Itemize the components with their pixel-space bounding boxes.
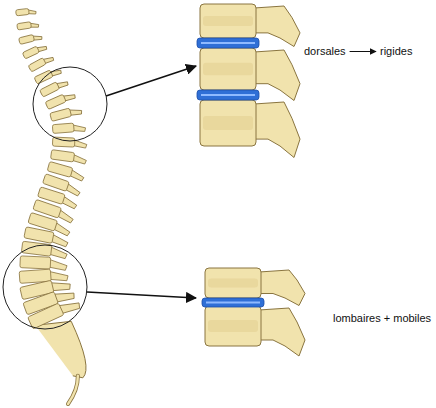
region-label: lombaires + mobiles (333, 312, 431, 325)
zoom-circle (3, 245, 87, 329)
zoom-arrow (106, 66, 196, 96)
lumbar-closeup (202, 268, 305, 356)
region-label: dorsales (304, 45, 346, 58)
thoracic-closeup (197, 4, 300, 158)
zoom-arrow (87, 292, 196, 298)
text-arrow (350, 51, 376, 52)
zoom-circle (33, 67, 107, 141)
region-label: rigides (380, 45, 412, 58)
